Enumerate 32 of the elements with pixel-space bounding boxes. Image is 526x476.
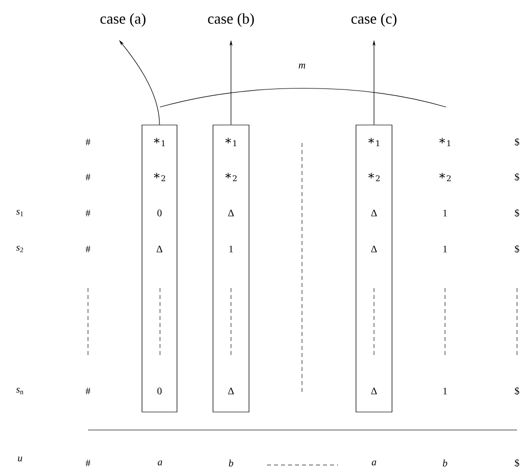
symbol: ∗$_{2}$ <box>439 172 451 182</box>
symbol: $ <box>514 459 520 467</box>
symbol: # <box>86 174 90 180</box>
row-label: s$_{1}$ <box>16 210 24 216</box>
symbol: $ <box>514 173 520 181</box>
symbol: $ <box>514 387 520 395</box>
symbol: # <box>86 388 90 394</box>
symbol: b <box>442 459 448 467</box>
symbol: $ <box>514 138 520 146</box>
case-label: case (b) <box>208 13 254 27</box>
symbol: ∗$_{1}$ <box>439 138 450 146</box>
symbol: a <box>372 460 376 466</box>
symbol: # <box>86 210 90 216</box>
symbol: $ <box>514 245 520 253</box>
symbol: 1 <box>443 210 447 216</box>
symbol: b <box>228 459 234 467</box>
math-label: m <box>298 64 306 68</box>
column-box: ∗$_{1}$ ∗$_{2}$ Δ 1 Δ <box>212 124 250 412</box>
symbol: 1 <box>443 246 447 252</box>
row-label: s$_{2}$ <box>16 246 24 252</box>
column-box: ∗$_{1}$ ∗$_{2}$ Δ Δ Δ <box>356 124 392 412</box>
symbol: $ <box>514 209 520 217</box>
row-label: s$_{n}$ <box>16 388 24 394</box>
case-label: case (c) <box>351 13 396 27</box>
row-label: u <box>18 456 22 462</box>
symbol: a <box>158 460 162 466</box>
case-label: case (a) <box>100 13 146 27</box>
symbol: 1 <box>443 388 447 394</box>
symbol: # <box>86 460 90 466</box>
symbol: # <box>86 246 90 252</box>
symbol: # <box>86 138 90 146</box>
column-box: ∗$_{1}$ ∗$_{2}$ 0 Δ 0 <box>142 124 178 412</box>
